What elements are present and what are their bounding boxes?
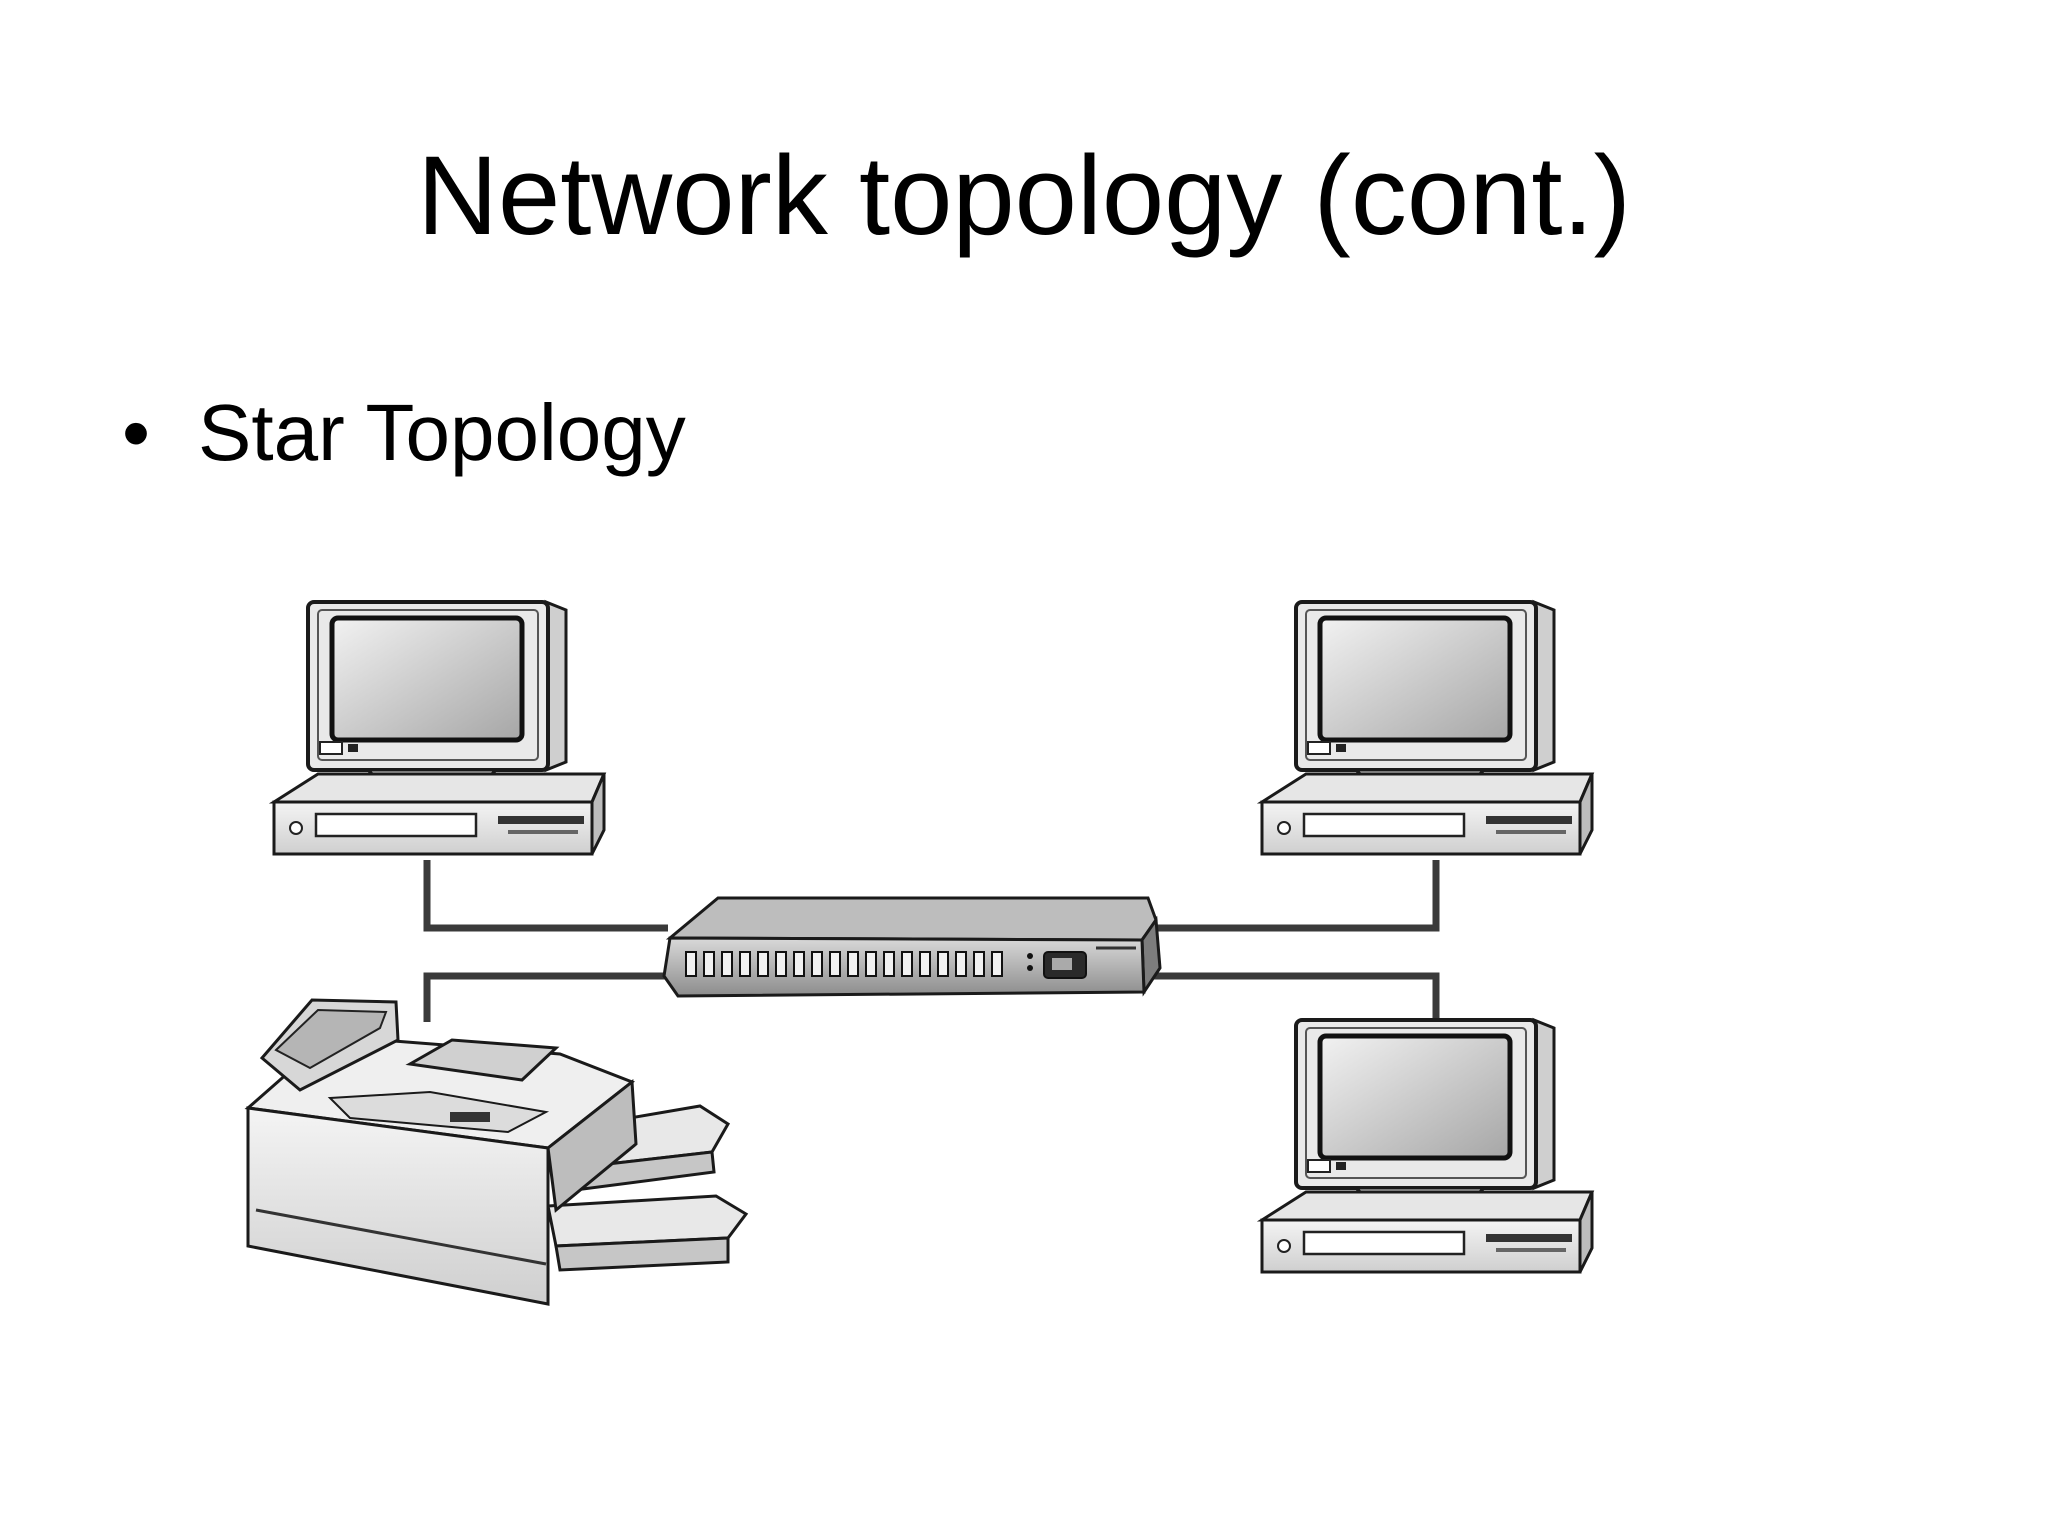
cable-top-right — [1150, 860, 1440, 932]
bullet-text: Star Topology — [198, 388, 686, 477]
bullet-symbol: • — [122, 388, 151, 477]
desktop-computer-icon — [1262, 602, 1592, 854]
cable-top-left — [423, 860, 668, 932]
network-hub-icon — [662, 896, 1162, 998]
network-cables — [423, 860, 1440, 1022]
cable-bottom-left — [423, 972, 668, 1022]
desktop-computer-icon — [1262, 1020, 1592, 1272]
slide-title: Network topology (cont.) — [417, 133, 1631, 258]
printer-icon — [244, 998, 749, 1306]
desktop-computer-icon — [274, 602, 604, 854]
bullet-item: •Star Topology — [122, 393, 686, 473]
cable-bottom-right — [1150, 972, 1440, 1022]
